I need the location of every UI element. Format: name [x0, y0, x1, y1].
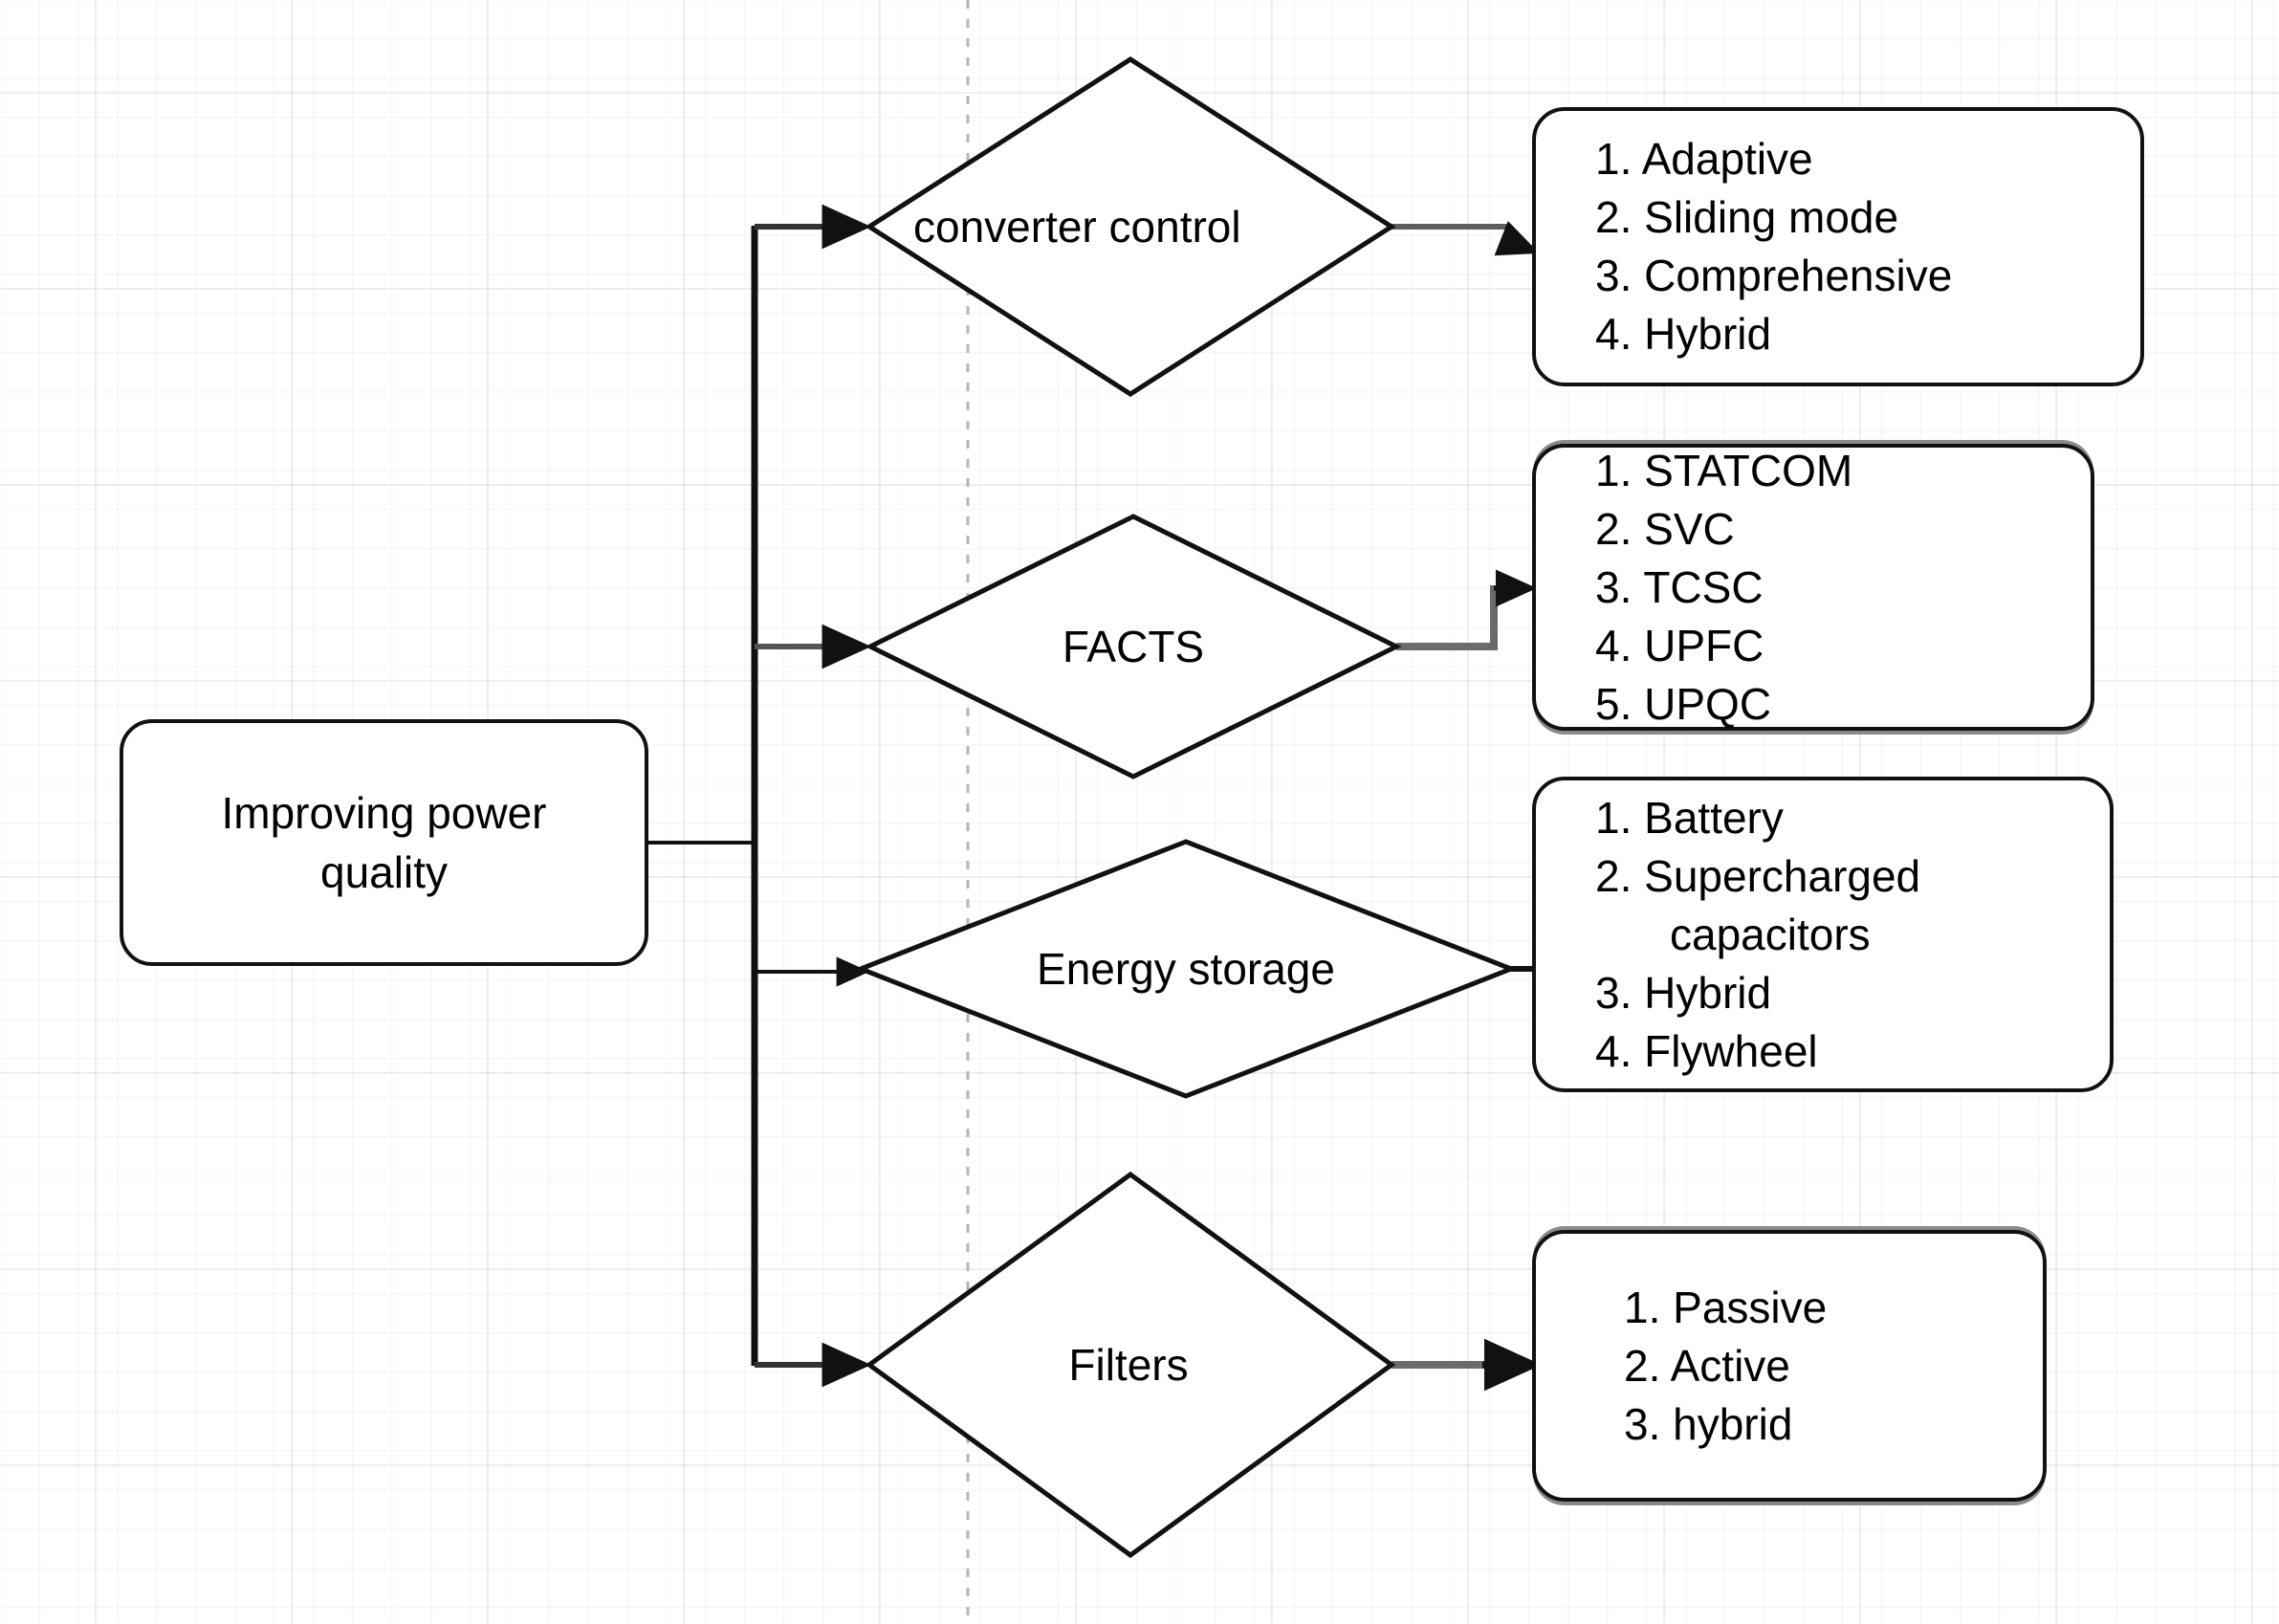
- list-item: 1. STATCOM: [1595, 445, 1853, 495]
- list-item: 3. Comprehensive: [1595, 251, 1953, 300]
- list-item: 3. TCSC: [1595, 561, 1764, 612]
- list-item: 2. SVC: [1595, 503, 1735, 554]
- list-item: 2. Sliding mode: [1595, 192, 1899, 242]
- list-item: 3. hybrid: [1624, 1398, 1793, 1449]
- list-item-continuation: capacitors: [1670, 909, 1871, 959]
- result-box-energy-storage[interactable]: 1. Battery 2. Supercharged capacitors 3.…: [1532, 777, 2114, 1092]
- result-box-filters[interactable]: 1. Passive 2. Active 3. hybrid: [1532, 1230, 2047, 1502]
- list-item: 2. Supercharged: [1595, 850, 1921, 901]
- result-box-facts[interactable]: 1. STATCOM 2. SVC 3. TCSC 4. UPFC 5. UPQ…: [1532, 444, 2094, 731]
- decision-energy-storage-label: Energy storage: [1037, 944, 1335, 994]
- list-item: 1. Passive: [1624, 1282, 1828, 1332]
- decision-converter-control-label: converter control: [913, 202, 1241, 252]
- list-item: 4. UPFC: [1595, 620, 1764, 670]
- list-item: 1. Battery: [1595, 792, 1784, 843]
- root-node-label-line1: Improving power: [221, 788, 547, 838]
- list-item: 2. Active: [1624, 1340, 1790, 1391]
- list-item: 4. Flywheel: [1595, 1025, 1818, 1076]
- result-box-converter-control[interactable]: 1. Adaptive 2. Sliding mode 3. Comprehen…: [1532, 107, 2144, 386]
- list-item: 4. Hybrid: [1595, 309, 1772, 359]
- list-item: 5. UPQC: [1595, 678, 1772, 729]
- list-item: 3. Hybrid: [1595, 967, 1772, 1018]
- list-item: 1. Adaptive: [1595, 134, 1813, 184]
- decision-filters-label: Filters: [1068, 1340, 1189, 1390]
- root-node-improving-power-quality[interactable]: Improving power quality: [120, 719, 648, 966]
- decision-facts-label: FACTS: [1062, 622, 1205, 671]
- root-node-label-line2: quality: [320, 847, 448, 897]
